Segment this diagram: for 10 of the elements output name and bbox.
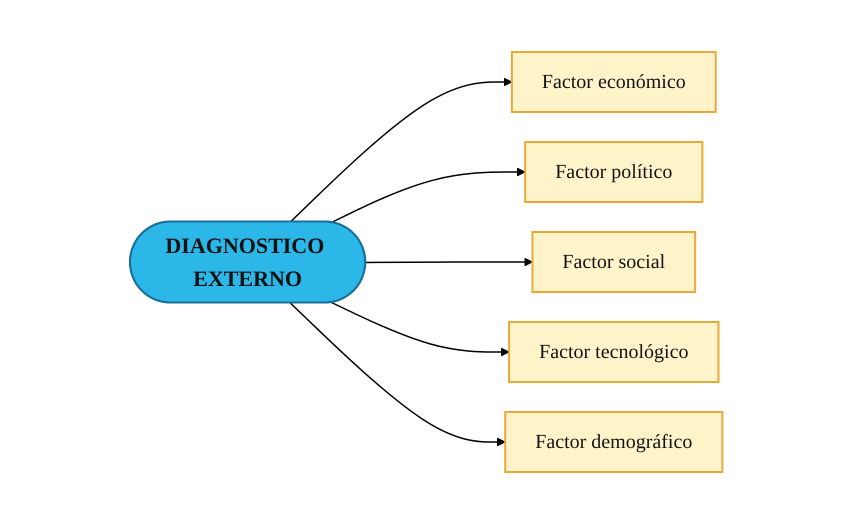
arrow: [331, 168, 526, 224]
node-box: Factor económico: [511, 51, 718, 113]
node-box: Factor político: [524, 141, 704, 203]
arrow: [290, 302, 506, 446]
node-box: Factor demográfico: [504, 411, 724, 473]
arrow: [331, 302, 510, 356]
node-box: Factor tecnológico: [508, 321, 720, 383]
node-box: Factor social: [532, 231, 696, 293]
arrow: [290, 78, 513, 223]
arrow: [366, 258, 534, 266]
